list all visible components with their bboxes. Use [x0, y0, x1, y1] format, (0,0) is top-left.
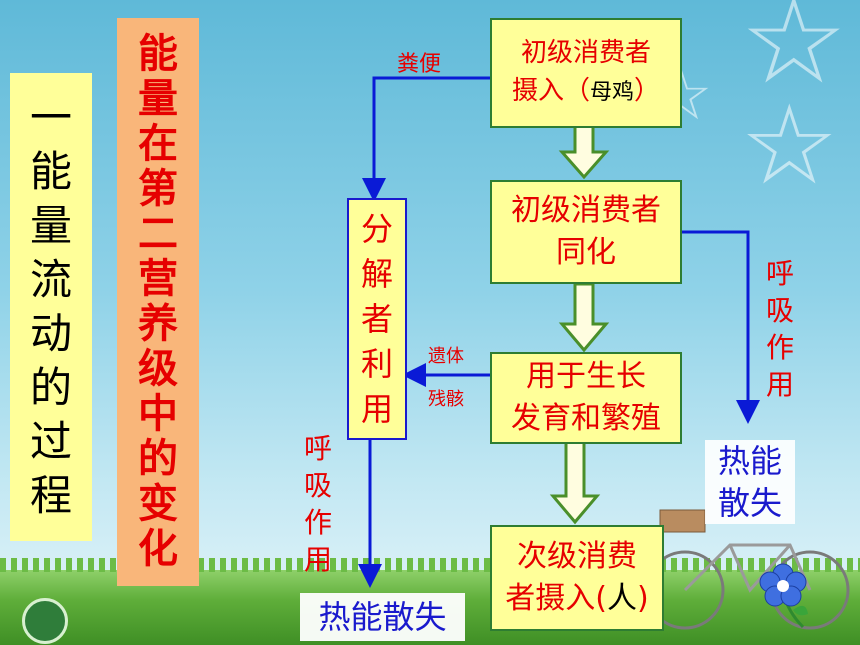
star-decoration-icon: ☆	[740, 81, 839, 209]
growth-line2: 发育和繁殖	[511, 401, 661, 436]
decomposer-box: 分解者利用	[347, 198, 407, 440]
respiration-right-label: 呼吸作用	[765, 257, 794, 401]
feces-label: 粪便	[397, 52, 442, 77]
secondary-line1: 次级消费	[517, 539, 637, 574]
primary-consumer-assimilation-box: 初级消费者 同化	[490, 180, 682, 284]
remains-label-2: 残骸	[428, 389, 464, 410]
page-title: 一能量流动的过程	[10, 73, 92, 541]
subtitle-banner: 能量在第二营养级中的变化	[117, 18, 199, 586]
assimilation-line2: 同化	[556, 235, 616, 270]
flower-icon	[759, 563, 808, 629]
assimilation-line1: 初级消费者	[511, 193, 661, 228]
primary-consumer-intake-box: 初级消费者 摄入（母鸡）	[490, 18, 682, 128]
respiration-left-label: 呼吸作用	[303, 432, 332, 576]
secondary-line2: 者摄入(人)	[505, 581, 649, 616]
logo-icon	[22, 598, 68, 644]
star-decoration-icon: ☆	[740, 0, 848, 111]
heat-loss-bottom-label: 热能散失	[300, 593, 465, 641]
remains-label-1: 遗体	[428, 346, 464, 367]
growth-reproduction-box: 用于生长 发育和繁殖	[490, 352, 682, 444]
growth-line1: 用于生长	[526, 359, 646, 394]
intake-line1: 初级消费者	[520, 38, 651, 68]
secondary-consumer-intake-box: 次级消费 者摄入(人)	[490, 525, 664, 631]
intake-line2: 摄入（母鸡）	[511, 76, 661, 106]
heat-loss-right-label: 热能散失	[705, 440, 795, 524]
